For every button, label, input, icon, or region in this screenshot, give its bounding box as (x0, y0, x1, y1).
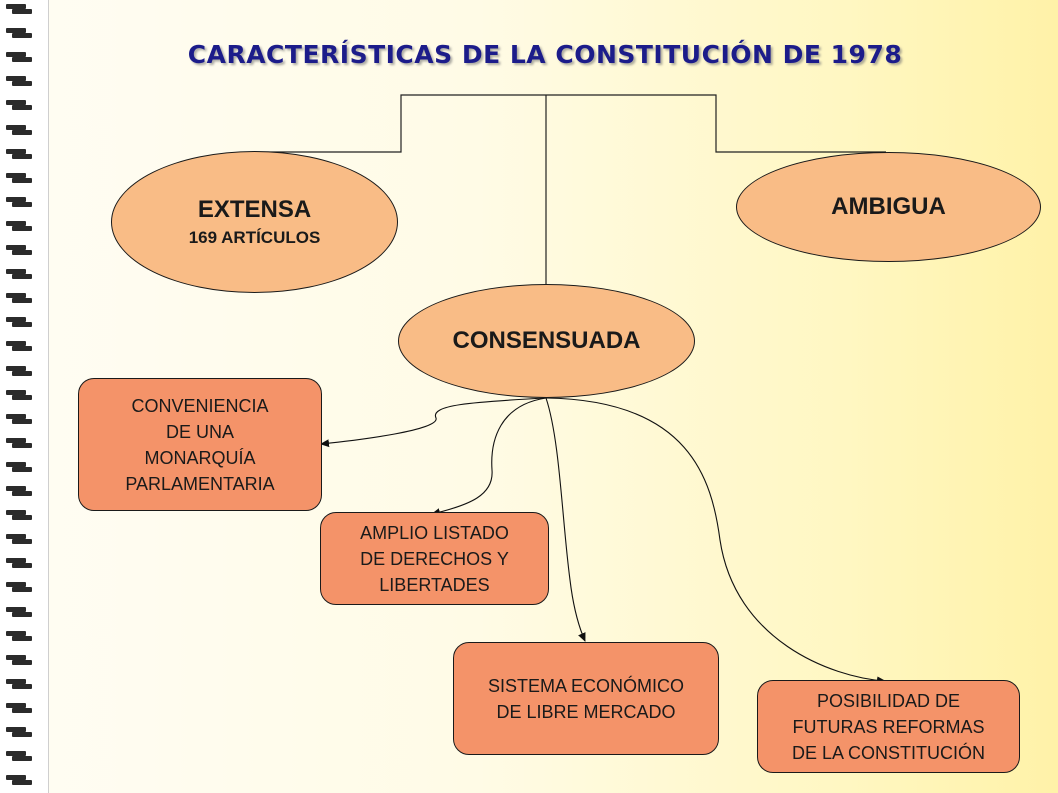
binding-ring (6, 196, 32, 209)
binding-ring (6, 245, 32, 257)
connector-title-extensa (254, 94, 546, 153)
binding-ring (6, 727, 32, 739)
binding-ring (6, 4, 32, 16)
arrow-to-economico (545, 397, 586, 642)
page-title: CARACTERÍSTICAS DE LA CONSTITUCIÓN DE 19… (187, 40, 903, 69)
node-ambigua-label: AMBIGUA (831, 193, 946, 220)
node-extensa-label: EXTENSA (197, 196, 312, 223)
binding-ring (6, 702, 32, 715)
binding-ring (6, 510, 32, 522)
node-consensuada-label: CONSENSUADA (452, 327, 641, 354)
node-consensuada: CONSENSUADA (398, 284, 695, 398)
binding-ring (6, 486, 32, 498)
box-monarquia: CONVENIENCIA DE UNA MONARQUÍA PARLAMENTA… (78, 378, 322, 511)
box-reformas: POSIBILIDAD DE FUTURAS REFORMAS DE LA CO… (757, 680, 1020, 773)
node-extensa-sublabel: 169 ARTÍCULOS (188, 228, 321, 247)
binding-ring (6, 317, 32, 329)
binding-ring (6, 172, 32, 185)
binding-ring (6, 28, 32, 40)
binding-ring (6, 269, 32, 281)
binding-ring (6, 534, 32, 546)
arrow-to-reformas (545, 397, 886, 685)
box-economico: SISTEMA ECONÓMICO DE LIBRE MERCADO (453, 642, 719, 755)
binding-ring (6, 654, 32, 667)
binding-ring (6, 76, 32, 88)
binding-ring (6, 100, 32, 112)
binding-ring (6, 365, 32, 378)
binding-ring (6, 220, 32, 233)
binding-ring (6, 389, 32, 402)
binding-ring (6, 148, 32, 161)
node-ambigua: AMBIGUA (736, 152, 1041, 262)
binding-ring (6, 341, 32, 353)
arrow-to-monarquia (320, 397, 547, 448)
binding-ring (6, 413, 32, 426)
arrow-to-derechos (431, 397, 547, 517)
binding-ring (6, 558, 32, 570)
binding-ring (6, 437, 32, 450)
binding-ring (6, 630, 32, 643)
binding-ring (6, 606, 32, 619)
connector-title-ambigua (546, 94, 886, 153)
binding-ring (6, 461, 32, 474)
binding-ring (6, 293, 32, 305)
binding-ring (6, 582, 32, 594)
binding-ring (6, 775, 32, 787)
spiral-binding (0, 0, 49, 793)
binding-ring (6, 52, 32, 64)
box-derechos: AMPLIO LISTADO DE DERECHOS Y LIBERTADES (320, 512, 549, 605)
binding-ring (6, 751, 32, 763)
node-extensa: EXTENSA 169 ARTÍCULOS (111, 151, 398, 293)
binding-ring (6, 124, 32, 137)
binding-ring (6, 678, 32, 691)
